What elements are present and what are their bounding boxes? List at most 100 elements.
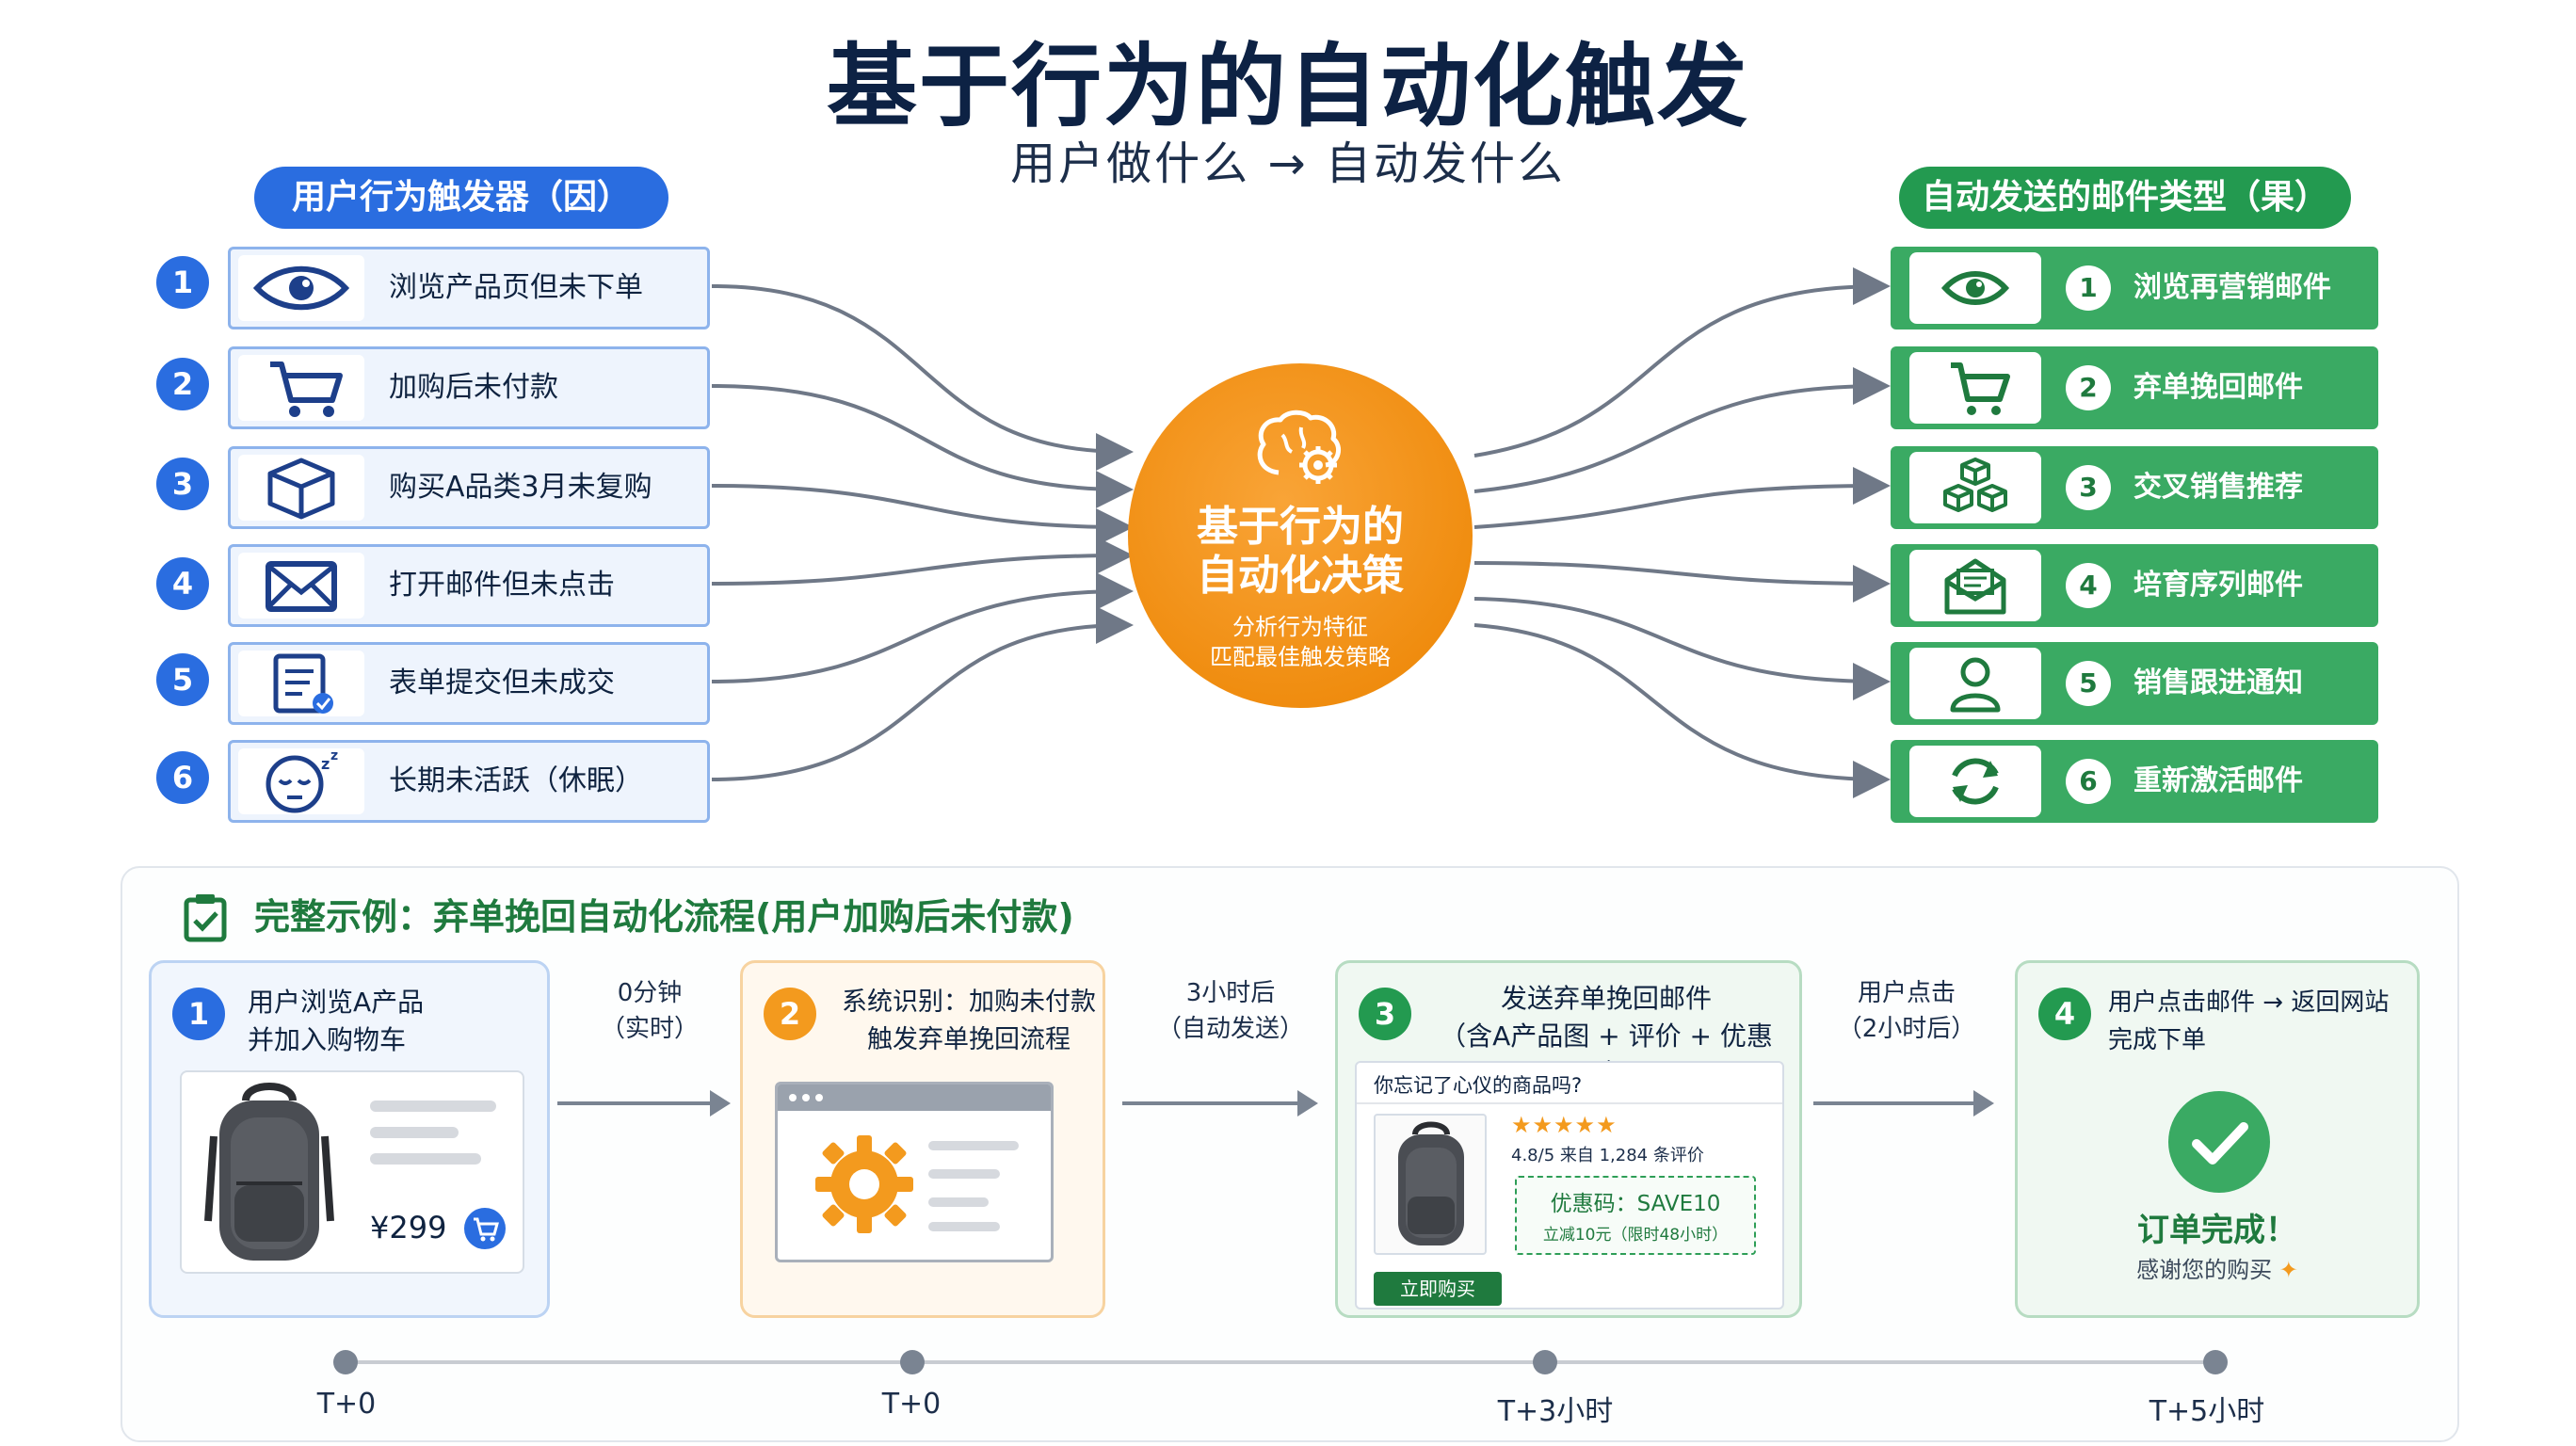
cubes-icon	[1909, 452, 2041, 523]
timeline-dot	[900, 1350, 925, 1374]
text-placeholder-bar	[928, 1222, 1000, 1231]
step-label: 系统识别：加购未付款 触发弃单挽回流程	[833, 984, 1104, 1059]
text-placeholder-bar	[928, 1169, 1000, 1179]
form-check-icon	[238, 651, 364, 716]
step-label: 用户浏览A产品 并加入购物车	[248, 984, 424, 1059]
email-type-nurture: 4 培育序列邮件	[1891, 544, 2378, 627]
text-placeholder-bar	[370, 1153, 481, 1165]
curve-email-6	[1474, 625, 1883, 779]
thanks-line: 感谢您的购买 ✦	[2018, 1251, 2417, 1284]
email-type-sales-followup: 5 销售跟进通知	[1891, 642, 2378, 725]
trigger-label: 长期未活跃（休眠）	[389, 743, 643, 820]
trigger-item-form: 表单提交但未成交	[228, 642, 710, 725]
email-type-remarketing: 1 浏览再营销邮件	[1891, 247, 2378, 329]
timeline-label: T+3小时	[1461, 1388, 1650, 1429]
connector-label-2: 3小时后 （自动发送）	[1151, 975, 1311, 1047]
brain-gear-icon	[1250, 407, 1352, 491]
decision-hub: 基于行为的 自动化决策 分析行为特征 匹配最佳触发策略	[1128, 363, 1473, 708]
connector-label-3: 用户点击 （2小时后）	[1823, 975, 1990, 1047]
flow-step-3: 3 发送弃单挽回邮件 （含A产品图 + 评价 + 优惠码） 你忘记了心仪的商品吗…	[1335, 960, 1802, 1318]
text-placeholder-bar	[928, 1197, 989, 1207]
trigger-label: 表单提交但未成交	[389, 645, 615, 722]
email-type-number: 1	[2066, 265, 2111, 311]
timeline-dot	[2203, 1350, 2228, 1374]
trigger-number: 6	[156, 751, 209, 804]
email-type-label: 培育序列邮件	[2133, 544, 2303, 627]
product-thumbnail	[1374, 1114, 1487, 1255]
flow-step-4: 4 用户点击邮件 → 返回网站 完成下单 订单完成！ 感谢您的购买 ✦	[2015, 960, 2420, 1318]
cart-icon	[238, 355, 364, 421]
trigger-item-cart: 加购后未付款	[228, 346, 710, 429]
svg-text:z: z	[330, 748, 338, 763]
flow-heading: 完整示例：弃单挽回自动化流程(用户加购后未付款)	[254, 891, 1074, 943]
trigger-item-browse: 浏览产品页但未下单	[228, 247, 710, 329]
email-type-abandon: 2 弃单挽回邮件	[1891, 346, 2378, 429]
email-type-number: 5	[2066, 661, 2111, 706]
timeline-label: T+5小时	[2113, 1388, 2301, 1429]
curve-email-4	[1474, 563, 1883, 584]
trigger-label: 浏览产品页但未下单	[389, 249, 643, 327]
rating-text: 4.8/5 来自 1,284 条评价	[1511, 1142, 1704, 1166]
open-envelope-icon	[1909, 550, 2041, 621]
flow-arrow-3	[1813, 1101, 1990, 1105]
eye-icon	[238, 255, 364, 321]
user-icon	[1909, 648, 2041, 719]
product-price: ¥299	[370, 1210, 446, 1245]
trigger-label: 购买A品类3月未复购	[389, 449, 652, 526]
trigger-item-email-no-click: 打开邮件但未点击	[228, 544, 710, 627]
timeline-dot	[333, 1350, 358, 1374]
email-type-number: 6	[2066, 759, 2111, 804]
envelope-icon	[238, 553, 364, 619]
email-type-label: 弃单挽回邮件	[2133, 346, 2303, 429]
curve-trigger-6	[712, 625, 1126, 779]
email-type-label: 销售跟进通知	[2133, 642, 2303, 725]
eye-icon	[1909, 252, 2041, 324]
timeline-label: T+0	[817, 1388, 1006, 1421]
buy-now-button[interactable]: 立即购买	[1374, 1272, 1502, 1306]
coupon-note: 立减10元（限时48小时）	[1517, 1221, 1754, 1245]
clipboard-check-icon	[179, 891, 232, 943]
flow-step-1: 1 用户浏览A产品 并加入购物车 ¥299	[149, 960, 550, 1318]
check-circle-icon	[2168, 1091, 2270, 1193]
trigger-label: 打开邮件但未点击	[389, 547, 615, 624]
flow-arrow-1	[557, 1101, 727, 1105]
trigger-number: 2	[156, 358, 209, 410]
coupon-code: 优惠码：SAVE10	[1517, 1185, 1754, 1217]
flow-arrow-2	[1122, 1101, 1314, 1105]
step-label: 用户点击邮件 → 返回网站 完成下单	[2108, 984, 2389, 1059]
hub-subtitle: 分析行为特征 匹配最佳触发策略	[1128, 612, 1473, 672]
system-window-icon	[775, 1082, 1054, 1262]
curve-email-3	[1474, 486, 1883, 527]
email-type-label: 重新激活邮件	[2133, 740, 2303, 823]
curve-trigger-4	[712, 555, 1126, 584]
email-type-reactivation: 6 重新激活邮件	[1891, 740, 2378, 823]
text-placeholder-bar	[928, 1141, 1019, 1150]
step-number: 2	[764, 988, 816, 1040]
window-dot	[815, 1094, 823, 1101]
text-placeholder-bar	[370, 1127, 459, 1138]
hub-title: 基于行为的 自动化决策	[1128, 503, 1473, 601]
curve-trigger-2	[712, 386, 1126, 490]
email-preview: 你忘记了心仪的商品吗? ★★★★★ 4.8/5 来自 1,284 条评价 优惠码…	[1355, 1061, 1784, 1309]
email-type-number: 2	[2066, 365, 2111, 410]
window-dot	[802, 1094, 810, 1101]
window-dot	[789, 1094, 797, 1101]
curve-trigger-3	[712, 486, 1126, 527]
product-card: ¥299	[180, 1070, 524, 1274]
thanks-text: 感谢您的购买	[2136, 1257, 2272, 1283]
add-to-cart-icon[interactable]	[464, 1208, 506, 1249]
step-number: 1	[172, 988, 225, 1040]
order-complete-text: 订单完成！	[2018, 1204, 2417, 1250]
gear-icon	[810, 1130, 919, 1239]
divider	[1357, 1102, 1782, 1104]
refresh-icon	[1909, 746, 2041, 817]
trigger-number: 3	[156, 458, 209, 510]
timeline-label: T+0	[252, 1388, 441, 1421]
email-type-label: 交叉销售推荐	[2133, 446, 2303, 529]
text-placeholder-bar	[370, 1101, 496, 1112]
timeline-line	[345, 1360, 2216, 1364]
box-icon	[238, 455, 364, 521]
email-type-cross-sell: 3 交叉销售推荐	[1891, 446, 2378, 529]
